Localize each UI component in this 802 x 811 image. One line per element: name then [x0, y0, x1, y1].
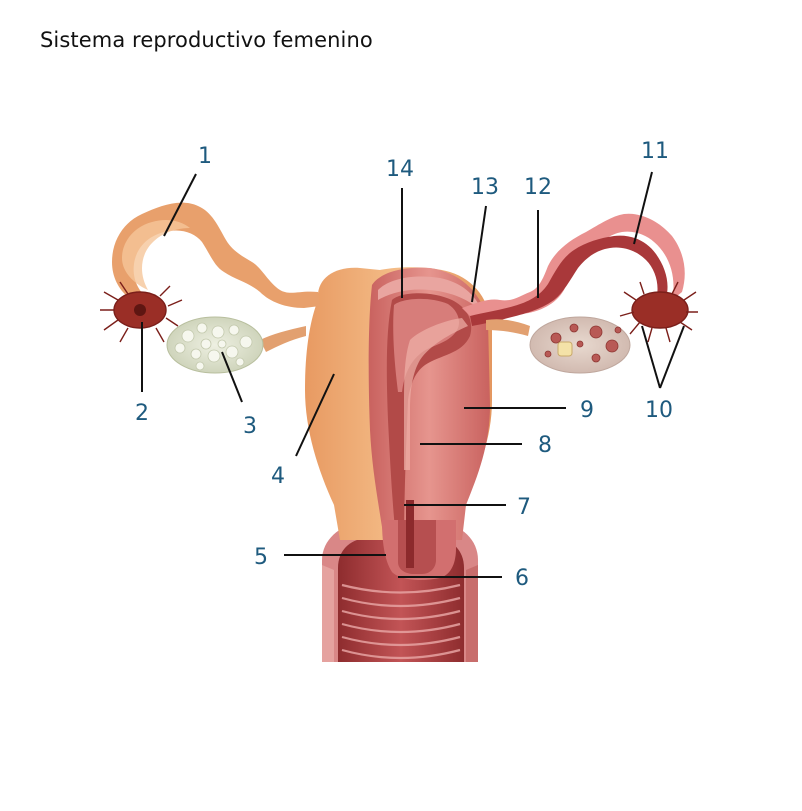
- leader-10b: [659, 325, 685, 389]
- label-13: 13: [471, 175, 499, 200]
- leader-4: [295, 373, 335, 457]
- leader-3: [221, 351, 243, 403]
- label-11: 11: [641, 139, 669, 164]
- label-3: 3: [243, 414, 257, 439]
- label-4: 4: [271, 464, 285, 489]
- leader-1: [163, 173, 197, 237]
- leader-13: [471, 205, 487, 303]
- label-1: 1: [198, 144, 212, 169]
- label-10: 10: [645, 398, 673, 423]
- label-9: 9: [580, 398, 594, 423]
- leader-lines: [141, 171, 685, 578]
- ovary-left: [166, 316, 306, 374]
- number-labels: 1 2 3 4 5 6 7 8 9 10 11 12 13 14: [135, 139, 673, 591]
- fallopian-tube-left: [100, 202, 320, 344]
- uterus: [305, 267, 492, 580]
- label-2: 2: [135, 401, 149, 426]
- leader-11: [633, 171, 653, 245]
- label-5: 5: [254, 545, 268, 570]
- page-title: Sistema reproductivo femenino: [40, 28, 373, 52]
- label-6: 6: [515, 566, 529, 591]
- ovary-right: [486, 316, 631, 374]
- label-12: 12: [524, 175, 552, 200]
- leader-10a: [641, 325, 661, 389]
- fallopian-tube-right: [462, 213, 698, 343]
- label-7: 7: [517, 495, 531, 520]
- label-14: 14: [386, 157, 414, 182]
- label-8: 8: [538, 433, 552, 458]
